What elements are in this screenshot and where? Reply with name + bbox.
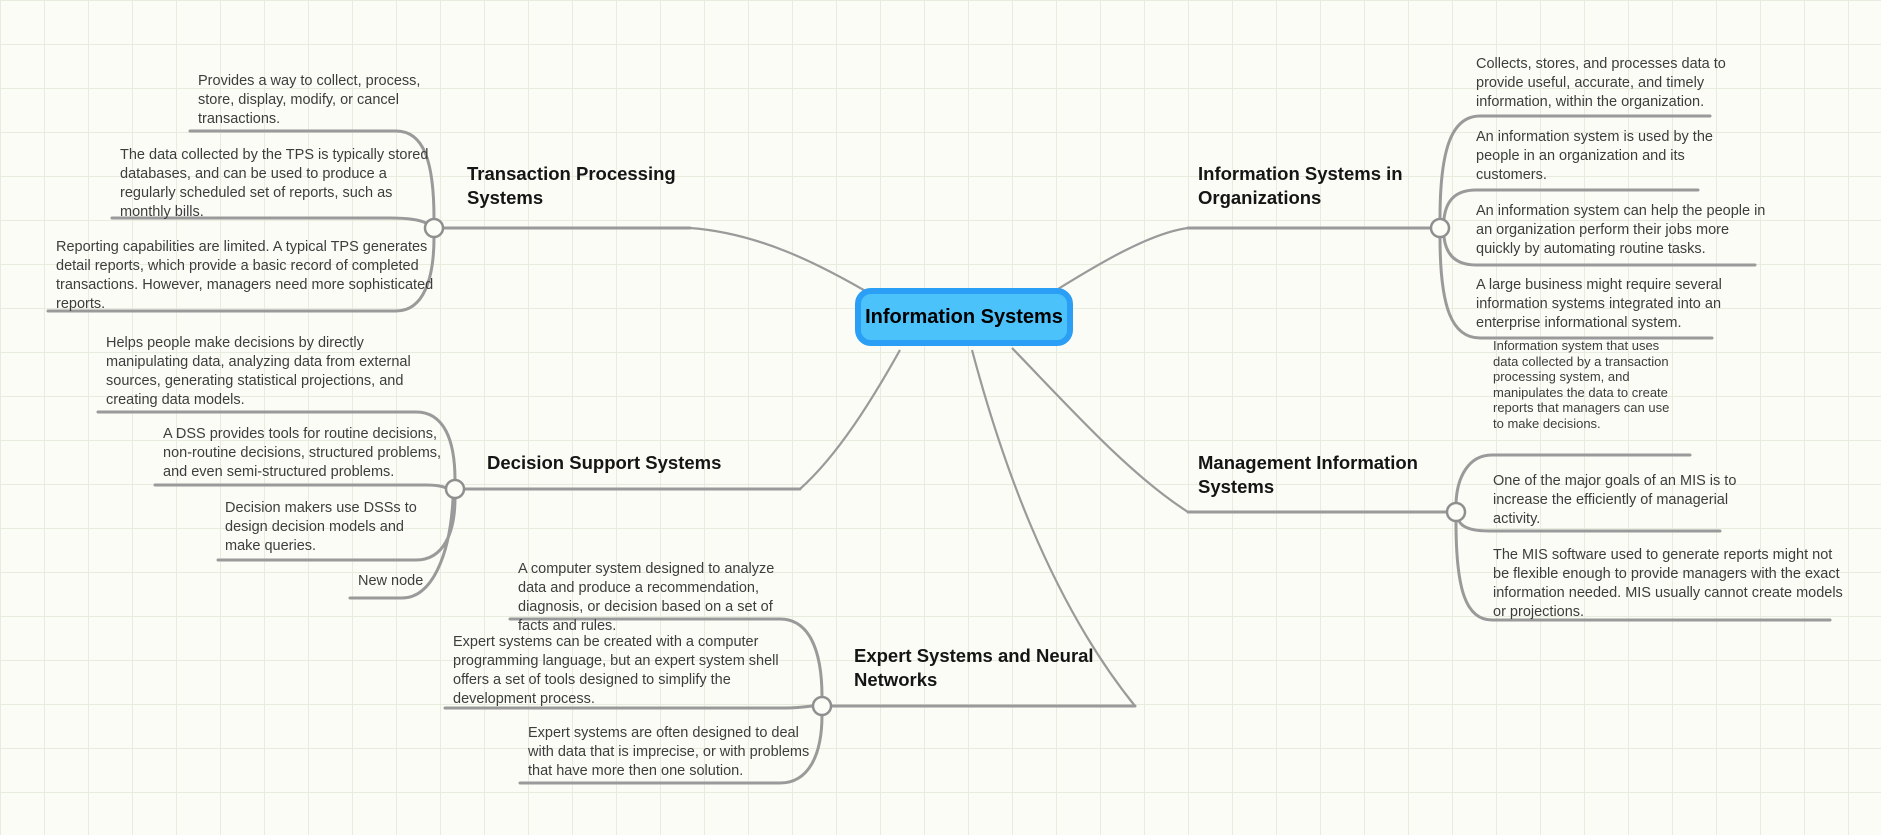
node-management-information-systems[interactable]: Management Information Systems <box>1198 452 1418 497</box>
node-mis-note-3[interactable]: The MIS software used to generate report… <box>1493 547 1843 620</box>
underline-tps-note-3 <box>46 235 436 313</box>
underline-mis-note-1 <box>1454 453 1692 505</box>
fold-handle-tps[interactable] <box>423 217 445 239</box>
node-dss-note-1[interactable]: Helps people make decisions by directly … <box>106 335 411 408</box>
node-iso-note-2[interactable]: An information system is used by the peo… <box>1476 129 1713 183</box>
branch-curve-iso <box>1049 226 1189 295</box>
node-iso-note-1[interactable]: Collects, stores, and processes data to … <box>1476 56 1726 110</box>
branch-curve-tps <box>689 226 875 297</box>
fold-handle-dss[interactable] <box>444 478 466 500</box>
node-information-systems-in-organizations[interactable]: Information Systems in Organizations <box>1198 163 1403 208</box>
node-expert-systems-and-neural-networks[interactable]: Expert Systems and Neural Networks <box>854 645 1094 690</box>
node-decision-support-systems[interactable]: Decision Support Systems <box>487 452 722 473</box>
fold-handle-esnn[interactable] <box>811 695 833 717</box>
node-esnn-note-2[interactable]: Expert systems can be created with a com… <box>453 634 779 707</box>
node-dss-note-2[interactable]: A DSS provides tools for routine decisio… <box>163 426 442 480</box>
underline-iso-note-4 <box>1438 235 1714 340</box>
fold-handle-mis[interactable] <box>1445 501 1467 523</box>
underline-iso-note-1 <box>1438 114 1712 221</box>
underline-mis-note-2 <box>1457 519 1722 533</box>
branch-curve-mis <box>1011 347 1189 513</box>
node-dss-note-3[interactable]: Decision makers use DSSs to design decis… <box>225 500 417 554</box>
underline-dss-note-2 <box>153 483 448 490</box>
node-iso-note-3[interactable]: An information system can help the peopl… <box>1476 203 1766 257</box>
node-iso-note-4[interactable]: A large business might require several i… <box>1476 277 1722 331</box>
root-node-information-systems[interactable]: Information Systems <box>855 288 1073 346</box>
node-tps-note-1[interactable]: Provides a way to collect, process, stor… <box>198 73 421 127</box>
branch-curve-dss <box>799 349 901 490</box>
node-esnn-note-3[interactable]: Expert systems are often designed to dea… <box>528 725 810 779</box>
underline-dss-note-1 <box>96 410 457 482</box>
underline-mis-note-3 <box>1454 520 1832 622</box>
branch-curve-esnn <box>970 349 1136 707</box>
underline-tps-note-1 <box>188 129 436 221</box>
root-node-label: Information Systems <box>865 305 1063 328</box>
fold-handle-iso[interactable] <box>1429 217 1451 239</box>
underline-dss-new-node <box>348 497 455 600</box>
underline-esnn-note-3 <box>518 713 824 785</box>
node-mis-note-1[interactable]: Information system that uses data collec… <box>1493 338 1670 431</box>
node-mis-note-2[interactable]: One of the major goals of an MIS is to i… <box>1493 473 1737 527</box>
node-transaction-processing-systems[interactable]: Transaction Processing Systems <box>467 163 676 208</box>
node-dss-new-node[interactable]: New node <box>358 573 424 589</box>
underline-esnn-note-2 <box>443 704 814 710</box>
node-tps-note-3[interactable]: Reporting capabilities are limited. A ty… <box>56 239 434 312</box>
underline-iso-note-3 <box>1442 235 1757 267</box>
underline-dss-note-3 <box>216 496 457 562</box>
node-tps-note-2[interactable]: The data collected by the TPS is typical… <box>120 147 429 220</box>
node-esnn-note-1[interactable]: A computer system designed to analyze da… <box>518 561 775 634</box>
underline-tps-note-2 <box>110 216 428 225</box>
underline-esnn-note-1 <box>508 617 824 699</box>
underline-iso-note-2 <box>1442 188 1700 221</box>
